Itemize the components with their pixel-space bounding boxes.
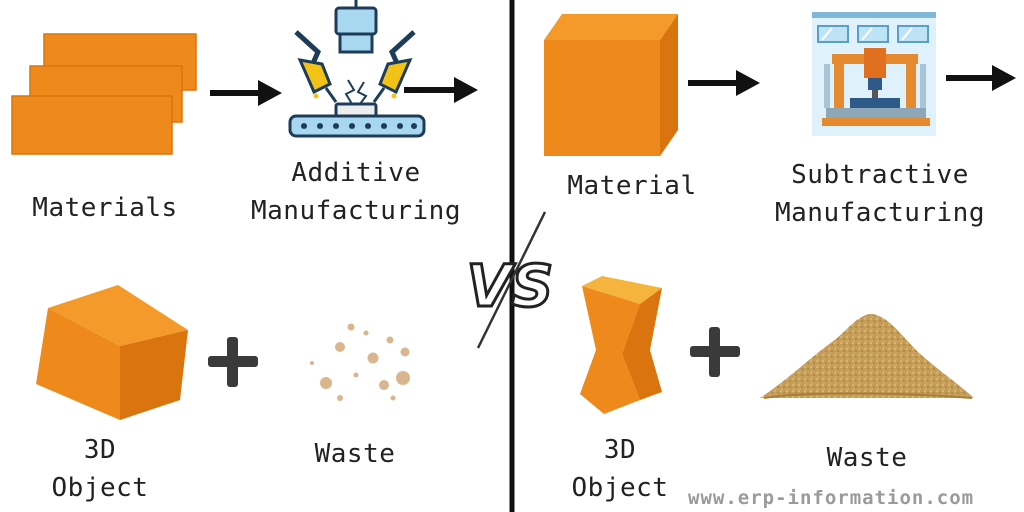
left-waste-label: Waste — [314, 439, 396, 469]
subtractive-manufacturing-label: Subtractive Manufacturing — [775, 160, 985, 228]
cnc-machine-icon — [812, 12, 936, 136]
additive-manufacturing-label: Additive Manufacturing — [251, 158, 461, 226]
material-label: Material — [567, 171, 697, 201]
right-waste-label: Waste — [826, 443, 908, 473]
shaped-3d-object-icon — [580, 276, 662, 414]
plus-icon — [690, 327, 740, 377]
arrow-icon — [404, 77, 478, 103]
cube-3d-object-icon — [36, 285, 188, 420]
sand-pile-icon — [760, 314, 974, 399]
left-3d-object-label: 3D Object — [51, 435, 149, 503]
arrow-icon — [946, 65, 1016, 91]
right-3d-object-label: 3D Object — [571, 435, 669, 503]
materials-label: Materials — [32, 193, 178, 223]
vs-emblem: VS — [465, 211, 555, 349]
arrow-icon — [210, 80, 282, 106]
material-sheets-icon — [11, 33, 197, 155]
plus-icon — [208, 337, 258, 387]
additive-printer-icon — [288, 0, 426, 138]
waste-particles-icon — [310, 323, 410, 401]
vs-text: VS — [467, 252, 554, 320]
watermark: www.erp-information.com — [688, 487, 975, 509]
material-block-icon — [544, 14, 678, 156]
arrow-icon — [688, 70, 760, 96]
